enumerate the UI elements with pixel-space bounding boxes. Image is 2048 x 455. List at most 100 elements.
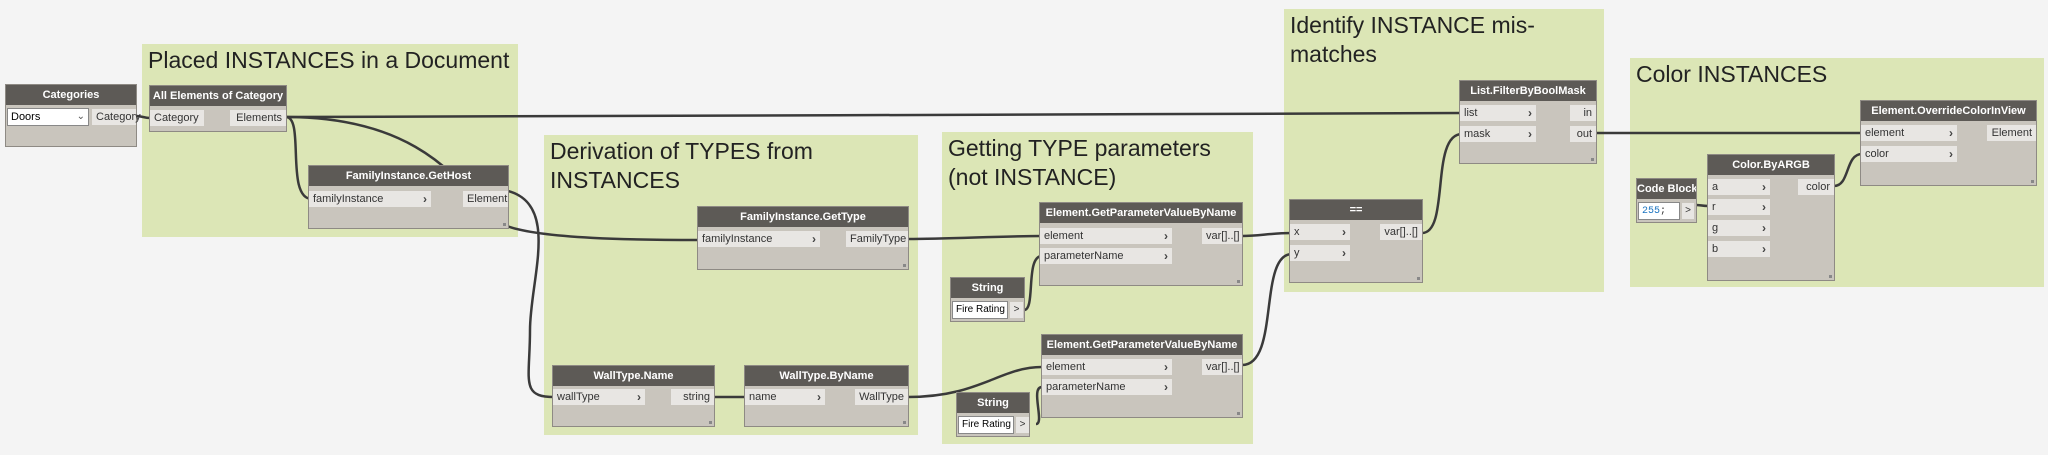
chevron-right-icon: › — [1762, 242, 1766, 256]
output-port-string[interactable]: string — [671, 389, 714, 405]
resize-grip-icon — [903, 421, 906, 424]
input-port-name[interactable]: name› — [745, 389, 825, 405]
output-port-string[interactable]: > — [1016, 417, 1029, 433]
node-title: String — [951, 278, 1024, 298]
node-title: FamilyInstance.GetType — [698, 207, 908, 227]
category-dropdown[interactable]: Doors ⌄ — [8, 109, 88, 125]
group-title: Derivation of TYPES from INSTANCES — [550, 138, 813, 193]
node-equals[interactable]: == x› y› var[]..[] — [1290, 200, 1422, 282]
input-port-y[interactable]: y› — [1290, 245, 1350, 261]
node-string-2[interactable]: String Fire Rating > — [957, 393, 1029, 436]
node-familyinstance-gettype[interactable]: FamilyInstance.GetType familyInstance› F… — [698, 207, 908, 269]
port-label: x — [1294, 226, 1300, 238]
resize-grip-icon — [903, 264, 906, 267]
input-port-color[interactable]: color› — [1861, 146, 1957, 162]
port-label: familyInstance — [702, 233, 773, 245]
output-port-element[interactable]: Element — [463, 191, 508, 207]
input-port-a[interactable]: a› — [1708, 179, 1770, 195]
output-port-in[interactable]: in — [1570, 105, 1596, 121]
port-label: parameterName — [1046, 381, 1126, 393]
port-label: parameterName — [1044, 250, 1124, 262]
chevron-right-icon: › — [1342, 246, 1346, 260]
code-text: 255 — [1642, 206, 1661, 217]
input-port-category[interactable]: Category — [150, 110, 204, 126]
port-label: element — [1865, 127, 1905, 139]
port-label: name — [749, 391, 777, 403]
input-port-list[interactable]: list › — [1460, 105, 1536, 121]
output-port-element[interactable]: Element — [1987, 125, 2036, 141]
output-port-var[interactable]: var[]..[] — [1202, 228, 1242, 244]
string-input[interactable]: Fire Rating — [959, 417, 1013, 433]
output-port-category[interactable]: Category — [92, 109, 141, 125]
port-label: r — [1712, 201, 1716, 213]
node-list-filterbyboolmask[interactable]: List.FilterByBoolMask list› mask› in out — [1460, 81, 1596, 163]
code-editor[interactable]: 255; — [1639, 203, 1679, 219]
group-title: Placed INSTANCES in a Document — [148, 47, 510, 73]
node-get-parameter-value-by-name-2[interactable]: Element.GetParameterValueByName element›… — [1042, 335, 1242, 417]
input-port-g[interactable]: g› — [1708, 220, 1770, 236]
input-port-mask[interactable]: mask› — [1460, 126, 1536, 142]
output-port-var[interactable]: var[]..[] — [1380, 224, 1422, 240]
node-title: WallType.ByName — [745, 366, 908, 386]
input-port-familyinstance[interactable]: familyInstance› — [698, 231, 820, 247]
input-port-parametername[interactable]: parameterName › — [1042, 379, 1172, 395]
node-walltype-name[interactable]: WallType.Name wallType› string — [553, 366, 714, 426]
resize-grip-icon — [1417, 277, 1420, 280]
input-port-x[interactable]: x› — [1290, 224, 1350, 240]
node-familyinstance-gethost[interactable]: FamilyInstance.GetHost familyInstance› E… — [309, 166, 508, 228]
node-color-byargb[interactable]: Color.ByARGB a› r› g› b› color — [1708, 155, 1834, 280]
port-label: color — [1865, 148, 1889, 160]
output-port-out[interactable]: out — [1570, 126, 1596, 142]
chevron-right-icon: › — [1164, 249, 1168, 263]
chevron-right-icon: › — [1164, 380, 1168, 394]
input-port-element[interactable]: element› — [1861, 125, 1957, 141]
string-input[interactable]: Fire Rating — [953, 302, 1007, 318]
port-label: element — [1046, 361, 1086, 373]
output-port-var[interactable]: var[]..[] — [1202, 359, 1242, 375]
node-string-1[interactable]: String Fire Rating > — [951, 278, 1024, 321]
output-port-elements[interactable]: Elements — [230, 110, 286, 126]
group-title: Color INSTANCES — [1636, 61, 1828, 87]
input-port-element[interactable]: element › — [1040, 228, 1172, 244]
port-label: y — [1294, 247, 1300, 259]
node-title: Element.OverrideColorInView — [1861, 101, 2036, 121]
node-code-block[interactable]: Code Block 255; > — [1637, 179, 1696, 222]
chevron-right-icon: › — [1762, 200, 1766, 214]
input-port-b[interactable]: b› — [1708, 241, 1770, 257]
port-label: list — [1464, 107, 1478, 119]
output-port-code[interactable]: > — [1682, 203, 1694, 219]
input-port-r[interactable]: r› — [1708, 199, 1770, 215]
node-title: Categories — [6, 85, 136, 105]
node-title: All Elements of Category — [150, 86, 286, 106]
output-port-walltype[interactable]: WallType — [855, 389, 908, 405]
chevron-right-icon: › — [1528, 106, 1532, 120]
node-title: == — [1290, 200, 1422, 220]
port-label: element — [1044, 230, 1084, 242]
node-title: FamilyInstance.GetHost — [309, 166, 508, 186]
input-port-familyinstance[interactable]: familyInstance› — [309, 191, 431, 207]
output-port-string[interactable]: > — [1010, 302, 1023, 318]
input-port-parametername[interactable]: parameterName › — [1040, 248, 1172, 264]
port-label: wallType — [557, 391, 600, 403]
port-label: g — [1712, 222, 1719, 234]
chevron-right-icon: › — [1164, 229, 1168, 243]
node-all-elements-of-category[interactable]: All Elements of Category Category Elemen… — [150, 86, 286, 131]
node-categories[interactable]: Categories Doors ⌄ Category — [6, 85, 141, 146]
node-element-overridecolorinview[interactable]: Element.OverrideColorInView element› col… — [1861, 101, 2036, 185]
port-label: a — [1712, 181, 1719, 193]
resize-grip-icon — [1237, 280, 1240, 283]
chevron-right-icon: › — [423, 192, 427, 206]
port-label: mask — [1464, 128, 1491, 140]
node-walltype-byname[interactable]: WallType.ByName name› WallType — [745, 366, 908, 426]
resize-grip-icon — [2031, 180, 2034, 183]
node-title: Color.ByARGB — [1708, 155, 1834, 175]
group-title: Identify INSTANCE mis- matches — [1290, 12, 1535, 67]
resize-grip-icon — [1591, 158, 1594, 161]
output-port-familytype[interactable]: FamilyType — [846, 231, 908, 247]
output-port-color[interactable]: color — [1798, 179, 1834, 195]
input-port-walltype[interactable]: wallType› — [553, 389, 645, 405]
node-get-parameter-value-by-name-1[interactable]: Element.GetParameterValueByName element›… — [1040, 203, 1242, 285]
node-title: WallType.Name — [553, 366, 714, 386]
input-port-element[interactable]: element› — [1042, 359, 1172, 375]
